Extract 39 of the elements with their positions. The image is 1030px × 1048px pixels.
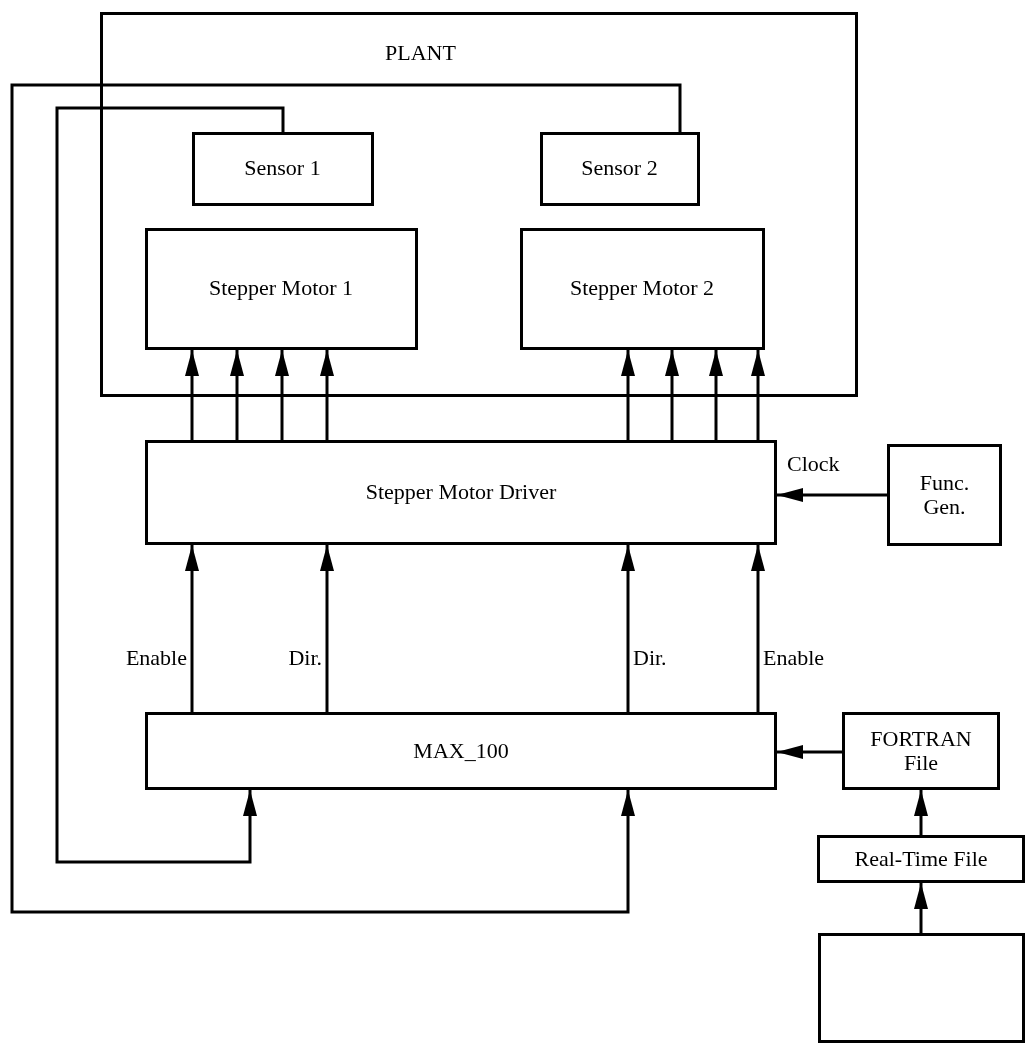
block-label: FORTRAN File <box>869 726 973 776</box>
arrow <box>185 350 199 440</box>
controller-box <box>145 712 777 790</box>
block-label: Func. Gen. <box>918 470 971 520</box>
arrow <box>55 106 285 864</box>
plant-box <box>100 12 858 397</box>
arrow <box>751 350 765 440</box>
block-box <box>887 444 1002 546</box>
block-box <box>842 712 1000 790</box>
block-box <box>519 227 765 350</box>
arrow <box>621 545 635 712</box>
arrow <box>709 350 723 440</box>
block-label: Real-Time File <box>854 846 988 872</box>
arrow <box>777 745 842 759</box>
arrow <box>275 350 289 440</box>
block-label: Sensor 1 <box>244 156 321 181</box>
arrow <box>185 545 199 712</box>
block-label: Sensor 2 <box>581 156 658 181</box>
block-box <box>144 227 418 350</box>
box <box>818 933 1025 1043</box>
driver-box <box>145 440 777 545</box>
block-label: Stepper Motor Driver <box>365 480 557 505</box>
arrow <box>665 350 679 440</box>
arrow <box>914 790 928 835</box>
block-box <box>191 131 374 206</box>
arrow <box>751 545 765 712</box>
arrow <box>320 545 334 712</box>
arrow <box>230 350 244 440</box>
block-label: Stepper Motor 1 <box>208 276 354 301</box>
block-label: Stepper Motor 2 <box>569 276 715 301</box>
arrow <box>10 83 682 914</box>
block-box <box>817 835 1025 883</box>
arrow <box>777 488 887 502</box>
block-label: MAX_100 <box>413 738 509 764</box>
group-title: PLANT <box>385 41 456 66</box>
arrow <box>914 883 928 933</box>
arrow <box>621 350 635 440</box>
block-box <box>539 131 700 206</box>
arrow <box>320 350 334 440</box>
